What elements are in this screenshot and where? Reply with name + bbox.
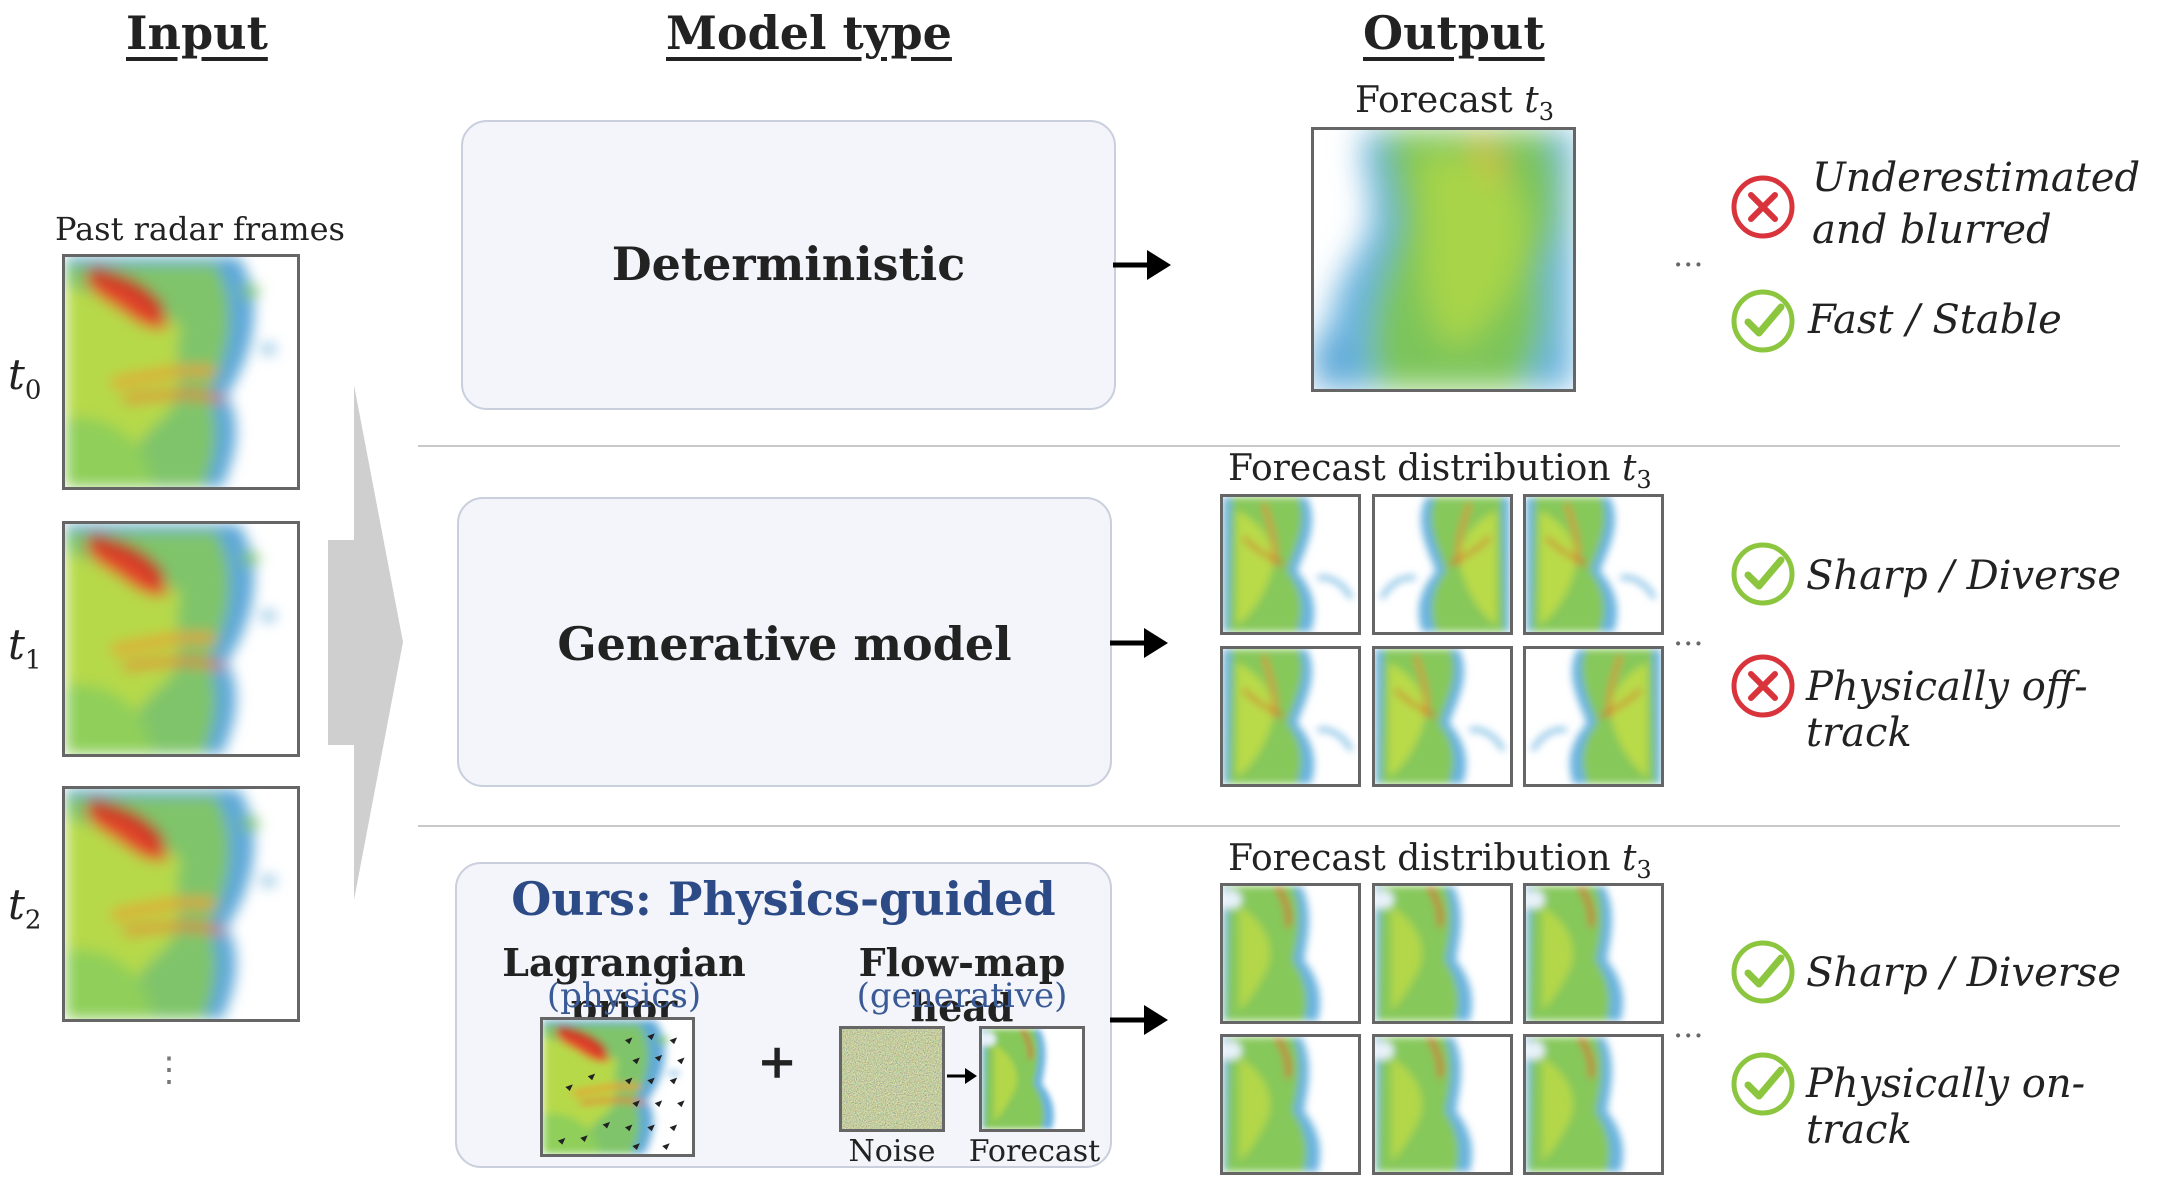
generative-sample-3	[1523, 494, 1664, 635]
deterministic-forecast-image	[1314, 130, 1573, 389]
flow-forecast-frame	[979, 1026, 1085, 1132]
noise-to-forecast-arrow	[947, 1068, 977, 1084]
deterministic-box: Deterministic	[461, 120, 1116, 410]
generative-sample-image	[1375, 497, 1510, 632]
t2-subscript: 2	[24, 905, 42, 936]
noise-image	[842, 1029, 942, 1129]
ours-arrow	[1110, 1005, 1168, 1035]
output-header: Output	[1363, 6, 1545, 60]
deterministic-forecast-frame	[1311, 127, 1576, 392]
ours-sample-image	[1375, 886, 1510, 1021]
generative-sample-1	[1220, 494, 1361, 635]
deterministic-title: Deterministic	[611, 237, 966, 291]
generative-caption-text: Forecast distribution	[1228, 448, 1622, 489]
deterministic-caption-sub: 3	[1538, 98, 1554, 127]
lagrangian-prior-image	[543, 1020, 692, 1154]
deterministic-result-2: Fast / Stable	[1808, 297, 2062, 343]
generative-sample-image	[1526, 649, 1661, 784]
t1-subscript: 1	[24, 645, 42, 676]
ours-box: Ours: Physics-guided Lagrangian prior (p…	[455, 862, 1112, 1169]
flow-map-head-title: Flow-map head	[858, 940, 1066, 1030]
generative-caption-sub: 3	[1636, 466, 1652, 495]
ours-sample-1	[1220, 883, 1361, 1024]
generative-result-2: Physically off-track	[1806, 664, 2088, 756]
deterministic-ellipsis: ...	[1673, 236, 1704, 274]
forecast-label: Forecast	[968, 1134, 1101, 1169]
t0-label: t0	[8, 350, 42, 406]
deterministic-arrow	[1113, 250, 1171, 280]
row-separator-2	[418, 825, 2120, 827]
t0-subscript: 0	[24, 375, 42, 406]
input-caption: Past radar frames	[55, 210, 345, 248]
ours-sample-4	[1220, 1034, 1361, 1175]
lagrangian-prior-frame	[540, 1017, 695, 1157]
noise-frame	[839, 1026, 945, 1132]
noise-label: Noise	[848, 1134, 936, 1169]
check-icon	[1731, 542, 1795, 606]
ours-sample-image	[1375, 1037, 1510, 1172]
model-type-header: Model type	[666, 6, 952, 60]
ours-sample-image	[1526, 1037, 1661, 1172]
radar-image-t2	[65, 789, 297, 1019]
ours-result-2: Physically on-track	[1806, 1061, 2086, 1153]
row-separator-1	[418, 445, 2120, 447]
big-input-arrow	[328, 385, 403, 900]
x-icon	[1731, 654, 1795, 718]
ours-result-1: Sharp / Diverse	[1806, 950, 2122, 996]
generative-arrow	[1110, 628, 1168, 658]
generative-box: Generative model	[457, 497, 1112, 787]
generative-sample-image	[1223, 649, 1358, 784]
generative-sample-5	[1372, 646, 1513, 787]
deterministic-output-caption: Forecast t3	[1355, 80, 1554, 127]
generative-ellipsis: ...	[1673, 615, 1704, 653]
generative-output-caption: Forecast distribution t3	[1228, 448, 1652, 495]
check-icon	[1731, 1052, 1795, 1116]
x-icon	[1731, 175, 1795, 239]
t1-label: t1	[8, 620, 42, 676]
ours-sample-5	[1372, 1034, 1513, 1175]
input-frame-t2	[62, 786, 300, 1022]
input-more: ⋮	[152, 1050, 186, 1090]
plus-sign: +	[757, 1034, 798, 1090]
generative-sample-4	[1220, 646, 1361, 787]
ours-sample-image	[1223, 1037, 1358, 1172]
check-icon	[1731, 289, 1795, 353]
input-header: Input	[126, 6, 268, 60]
ours-sample-3	[1523, 883, 1664, 1024]
radar-image-t0	[65, 257, 297, 487]
ours-ellipsis: ...	[1673, 1007, 1704, 1045]
ours-sample-6	[1523, 1034, 1664, 1175]
deterministic-result-1-line1: Underestimated	[1812, 155, 2141, 201]
deterministic-result-1-line2: and blurred	[1812, 207, 2052, 253]
ours-sample-2	[1372, 883, 1513, 1024]
ours-caption-text: Forecast distribution	[1228, 838, 1622, 879]
generative-sample-image	[1526, 497, 1661, 632]
generative-result-1: Sharp / Diverse	[1806, 553, 2122, 599]
t2-label: t2	[8, 880, 42, 936]
flow-map-head-subtitle: (generative)	[856, 976, 1068, 1016]
ours-sample-image	[1526, 886, 1661, 1021]
flow-forecast-image	[982, 1029, 1082, 1129]
generative-title: Generative model	[557, 617, 1012, 671]
ours-sample-image	[1223, 886, 1358, 1021]
generative-sample-image	[1375, 649, 1510, 784]
radar-image-t1	[65, 524, 297, 754]
deterministic-caption-text: Forecast	[1355, 80, 1525, 121]
prior-subtitle: (physics)	[546, 976, 702, 1016]
input-frame-t0	[62, 254, 300, 490]
generative-sample-6	[1523, 646, 1664, 787]
generative-sample-image	[1223, 497, 1358, 632]
prior-title: Lagrangian prior	[502, 940, 746, 1030]
check-icon	[1731, 940, 1795, 1004]
ours-title: Ours: Physics-guided	[511, 872, 1056, 926]
input-frame-t1	[62, 521, 300, 757]
generative-sample-2	[1372, 494, 1513, 635]
ours-caption-sub: 3	[1636, 856, 1652, 885]
ours-output-caption: Forecast distribution t3	[1228, 838, 1652, 885]
